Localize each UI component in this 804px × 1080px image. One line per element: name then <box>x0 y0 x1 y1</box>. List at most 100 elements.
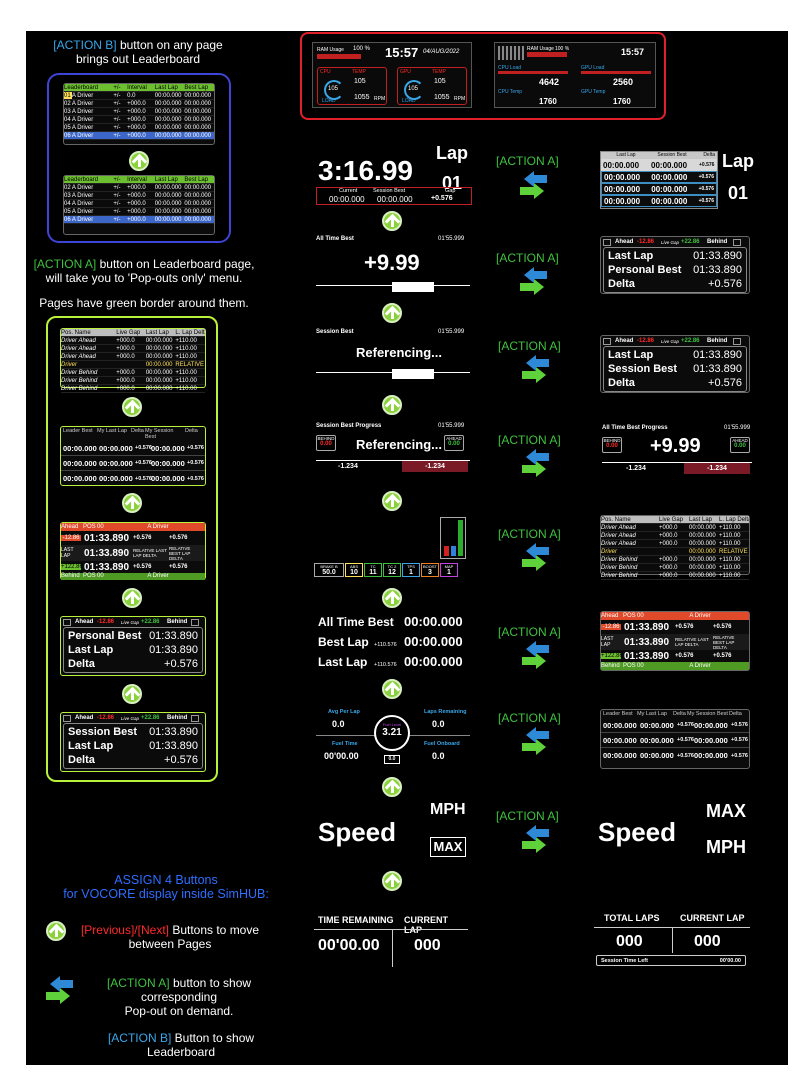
action-a-icon <box>520 641 550 669</box>
fuel-small: 0.0 <box>384 755 400 764</box>
note-action-b-line2: brings out Leaderboard <box>75 52 201 66</box>
next-page-icon <box>382 777 402 797</box>
ram-label: RAM Usage <box>317 47 344 53</box>
progress-scale <box>602 455 752 463</box>
cpu-dial-icon <box>324 80 344 100</box>
box-icon <box>191 618 199 626</box>
next-page-icon <box>382 679 402 699</box>
lb-h-pm: +/- <box>113 85 121 91</box>
cpu-cores-icon <box>498 46 524 60</box>
action-a-label: [ACTION A] <box>498 433 561 447</box>
action-a-label: [ACTION A] <box>498 711 561 725</box>
box-icon <box>603 238 611 246</box>
divider <box>392 929 393 967</box>
action-a-label: [ACTION A] <box>498 339 561 353</box>
action-a-icon <box>44 976 74 1004</box>
note-action-b: [ACTION B] button on any page brings out… <box>26 38 250 66</box>
next-page-icon <box>382 491 402 511</box>
note-pages: Pages have green border around them. <box>39 296 249 310</box>
box-icon <box>63 714 71 722</box>
action-a-icon <box>518 171 548 199</box>
note-action-b-text: button on any page <box>116 38 223 52</box>
mph-label: MPH <box>706 837 746 857</box>
lap-number: 01 <box>442 173 463 193</box>
ram-value: 100 % <box>353 46 371 52</box>
next-page-icon <box>382 588 402 608</box>
clutch-bar <box>451 546 456 556</box>
lb-h-name: Leaderboard <box>64 85 99 91</box>
action-a-icon <box>520 825 550 853</box>
note-action-b-label: [ACTION B] <box>53 38 117 52</box>
ram-bar-2 <box>527 52 567 57</box>
box-icon <box>63 618 71 626</box>
gpu-load-bar <box>581 71 651 74</box>
session-best-delta-page: Session Best 01'55.999 Referencing... <box>314 329 474 393</box>
next-page-icon <box>122 588 142 608</box>
brake-bar <box>444 546 449 556</box>
action-a-icon <box>518 267 548 295</box>
next-page-icon <box>382 211 402 231</box>
divider <box>314 929 468 930</box>
box-icon <box>603 337 611 345</box>
action-a-label: [ACTION A] <box>496 809 559 823</box>
note-action-a: [ACTION A] button on Leaderboard page, w… <box>33 257 255 285</box>
